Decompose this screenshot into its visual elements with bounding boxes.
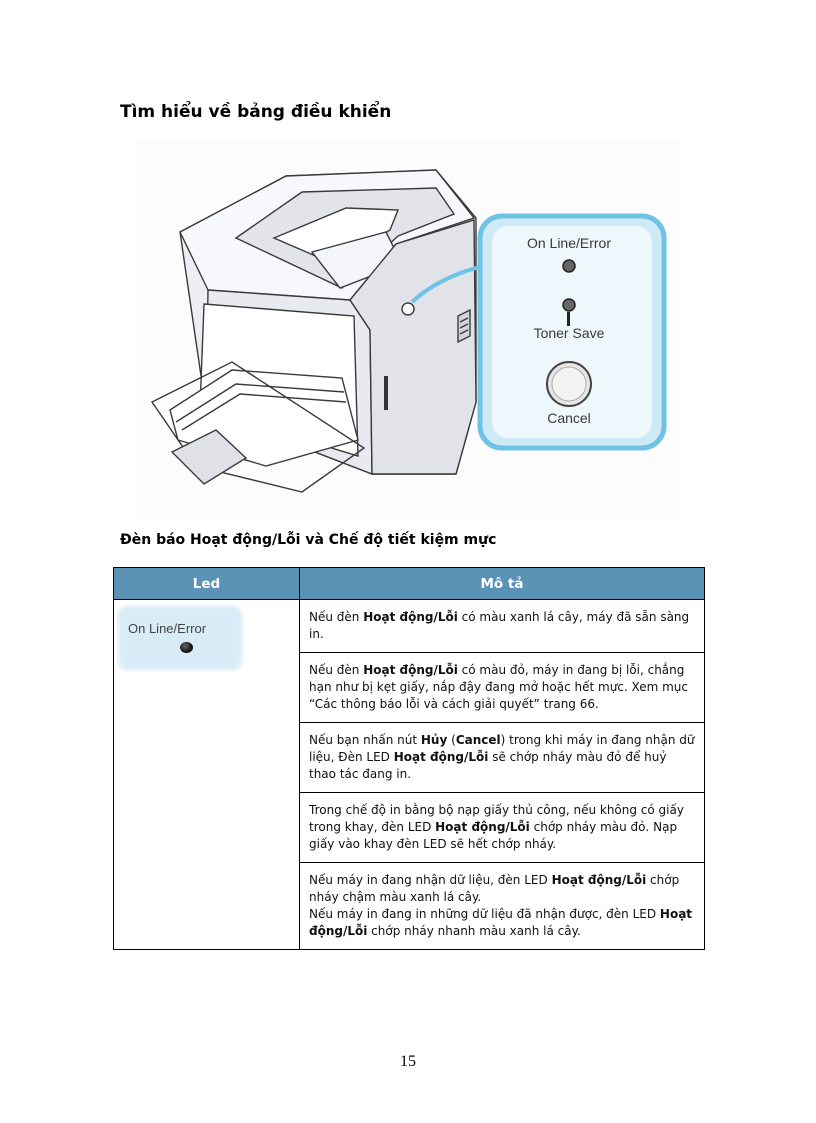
- table-header-row: Led Mô tả: [113, 567, 705, 600]
- bold-text: Cancel: [455, 733, 501, 747]
- description-cell: Nếu đèn Hoạt động/Lỗi có màu đỏ, máy in …: [299, 652, 705, 723]
- text-run: chớp nháy nhanh màu xanh lá cây.: [367, 924, 581, 938]
- text-run: sẽ chớp nháy màu đỏ để huỷ thao tác đang…: [309, 750, 667, 781]
- toner-save-led: [562, 298, 576, 312]
- callout-online-error-label: On Line/Error: [527, 235, 611, 251]
- callout-toner-save-label: Toner Save: [534, 325, 605, 341]
- led-description-table: Led Mô tả On Line/Error Nếu đèn Hoạt độn…: [113, 567, 705, 950]
- text-run: (: [447, 733, 456, 747]
- bold-text: Hoạt động/Lỗi: [393, 750, 489, 764]
- section-heading: Đèn báo Hoạt động/Lỗi và Chế độ tiết kiệ…: [120, 532, 497, 548]
- text-run: Nếu đèn: [309, 663, 364, 677]
- bold-text: Hoạt động/Lỗi: [435, 820, 530, 834]
- text-run: Trong chế độ in bằng bộ nạp giấy thủ côn…: [309, 803, 684, 834]
- table-row: Nếu máy in đang nhận dữ liệu, đèn LED Ho…: [114, 862, 705, 950]
- table-row: Trong chế độ in bằng bộ nạp giấy thủ côn…: [114, 792, 705, 863]
- printer-illustration: On Line/Error Toner Save Cancel: [136, 140, 680, 518]
- text-run: chớp nháy chậm màu xanh lá cây.: [309, 873, 680, 904]
- table-body: On Line/Error Nếu đèn Hoạt động/Lỗi có m…: [113, 599, 705, 950]
- description-cell: Nếu bạn nhấn nút Hủy (Cancel) trong khi …: [299, 722, 705, 793]
- led-cell: On Line/Error: [113, 599, 300, 950]
- description-cell: Nếu máy in đang nhận dữ liệu, đèn LED Ho…: [299, 862, 705, 950]
- text-run: Nếu đèn: [309, 610, 364, 624]
- text-run: có màu xanh lá cây, máy đã sẵn sàng in.: [309, 610, 690, 641]
- table-row: On Line/Error Nếu đèn Hoạt động/Lỗi có m…: [113, 599, 705, 950]
- description-cell: Nếu đèn Hoạt động/Lỗi có màu xanh lá cây…: [299, 599, 705, 653]
- text-run: Nếu máy in đang in những dữ liệu đã nhận…: [309, 907, 660, 921]
- led-badge-label: On Line/Error: [128, 621, 207, 636]
- online-error-led: [562, 259, 576, 273]
- callout-cancel-label: Cancel: [547, 410, 591, 426]
- led-dot-icon: [180, 642, 193, 653]
- text-run: Nếu máy in đang nhận dữ liệu, đèn LED: [309, 873, 552, 887]
- text-run: ) trong khi máy in đang nhận dữ liệu, Đè…: [309, 733, 695, 764]
- bold-text: Hủy: [420, 733, 448, 747]
- text-run: chớp nháy màu đỏ. Nạp giấy vào khay đèn …: [309, 820, 678, 851]
- printer-body: [150, 169, 477, 493]
- table-row: Nếu đèn Hoạt động/Lỗi có màu đỏ, máy in …: [114, 652, 705, 723]
- header-description: Mô tả: [299, 567, 705, 600]
- text-run: Nếu bạn nhấn nút: [309, 733, 421, 747]
- led-badge: On Line/Error: [118, 606, 242, 670]
- bold-text: Hoạt động/Lỗi: [309, 907, 693, 938]
- bold-text: Hoạt động/Lỗi: [363, 663, 458, 677]
- description-cell: Trong chế độ in bằng bộ nạp giấy thủ côn…: [299, 792, 705, 863]
- text-run: có màu đỏ, máy in đang bị lỗi, chẳng hạn…: [309, 663, 688, 711]
- bold-text: Hoạt động/Lỗi: [551, 873, 647, 887]
- page-number: 15: [400, 1053, 416, 1070]
- page-title: Tìm hiểu về bảng điều khiển: [120, 102, 392, 122]
- bold-text: Hoạt động/Lỗi: [363, 610, 458, 624]
- table-row: Nếu bạn nhấn nút Hủy (Cancel) trong khi …: [114, 722, 705, 793]
- header-led: Led: [113, 567, 300, 600]
